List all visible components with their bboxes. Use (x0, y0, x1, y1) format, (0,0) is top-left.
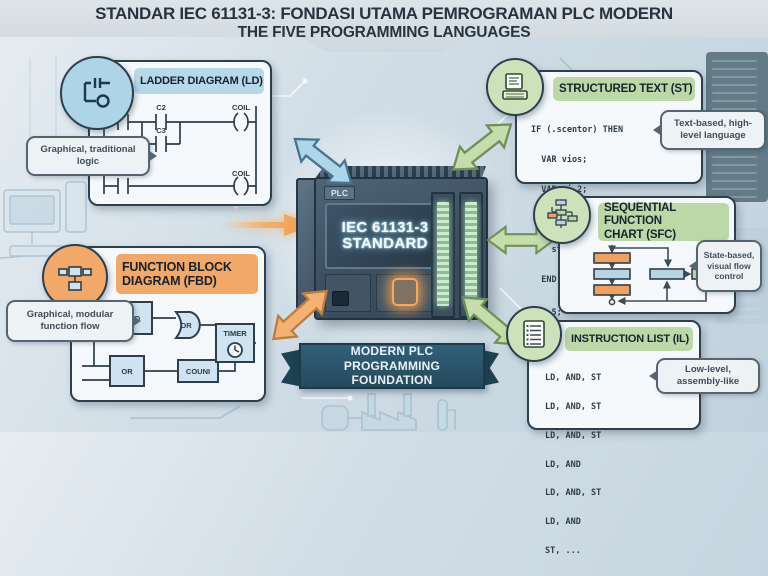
il-code-line: ST, ... (545, 545, 581, 556)
il-bubble-tail (649, 370, 658, 382)
st-bubble: Text-based, high-level language (653, 110, 766, 150)
led-strip (465, 202, 477, 306)
ladder-label-coil1: COIL (232, 103, 250, 112)
title-line-2: THE FIVE PROGRAMMING LANGUAGES (237, 24, 531, 41)
plc-badge: PLC (324, 186, 355, 200)
fbd-block-counter: COUNI (186, 367, 210, 376)
plc-ethernet-port (332, 291, 349, 306)
ladder-label-c2: C2 (156, 103, 166, 112)
sfc-bubble: State-based, visual flow control (689, 240, 762, 292)
ribbon-end-left (281, 349, 303, 387)
il-code-line: LD, AND, ST (545, 430, 602, 441)
st-title: STRUCTURED TEXT (ST) (553, 77, 695, 101)
st-code-line: IF (.scentor) THEN (531, 125, 624, 136)
ld-title-text: LADDER DIAGRAM (LD) (140, 75, 263, 87)
instruction-list-icon (506, 306, 562, 362)
ld-bubble-tail (148, 150, 157, 162)
fbd-block-or: OR (121, 367, 133, 376)
il-code-line: LD, AND, ST (545, 401, 602, 412)
sfc-icon (533, 186, 591, 244)
fbd-title-line2: DIAGRAM (FBD) (122, 274, 217, 288)
il-code-line: LD, AND, ST (545, 373, 602, 384)
sfc-title: SEQUENTIAL FUNCTION CHART (SFC) (598, 202, 729, 241)
st-bubble-text: Text-based, high-level language (674, 118, 752, 141)
il-title-text: INSTRUCTION LIST (IL) (571, 333, 690, 345)
plc-screen-line1: IEC 61131-3 (341, 218, 429, 236)
fbd-bubble: Graphical, modular function flow (6, 300, 141, 342)
plc-screen: IEC 61131-3 STANDARD (325, 203, 445, 269)
ladder-label-c3: C3 (156, 126, 166, 135)
plc-io-module (431, 192, 455, 318)
ladder-icon (60, 56, 134, 130)
fbd-bubble-tail (132, 315, 141, 327)
title-line-1: STANDAR IEC 61131-3: FONDASI UTAMA PEMRO… (95, 4, 673, 23)
sfc-title-line1: SEQUENTIAL FUNCTION (604, 202, 676, 228)
fbd-block-timer: TIMER (223, 329, 247, 338)
ribbon-line2: FOUNDATION (351, 373, 433, 388)
fbd-gate-or: OR (180, 321, 192, 330)
fbd-title-line1: FUNCTION BLOCK (122, 259, 232, 274)
ld-bubble-text: Graphical, traditional logic (40, 144, 136, 167)
il-code-line: LD, AND, ST (545, 488, 602, 499)
ld-bubble: Graphical, traditional logic (26, 136, 157, 176)
sfc-bubble-text: State-based, visual flow control (703, 250, 755, 282)
ladder-label-coil2: COIL (232, 169, 250, 178)
ld-title: LADDER DIAGRAM (LD) (134, 68, 264, 94)
arrow-fbd-plc (272, 289, 328, 341)
il-code: LD, AND, ST LD, AND, ST LD, AND, ST LD, … (545, 355, 601, 576)
il-code-line: LD, AND (545, 459, 581, 470)
plc-screen-line2: STANDARD (342, 235, 428, 252)
st-code-line: VAR vios; (531, 155, 588, 166)
sfc-bubble-tail (689, 260, 698, 272)
led-strip (437, 202, 449, 306)
fbd-bubble-text: Graphical, modular function flow (26, 309, 114, 332)
arrow-st-plc (451, 123, 513, 171)
il-code-line: LD, AND (545, 517, 581, 528)
arrow-ld-plc (293, 137, 353, 185)
glow-arrow-right (222, 214, 314, 236)
il-bubble: Low-level, assembly-like (649, 358, 760, 394)
structured-text-icon (486, 58, 544, 116)
ribbon-line1: MODERN PLC PROGRAMMING (343, 344, 441, 373)
il-bubble-text: Low-level, assembly-like (676, 364, 740, 387)
il-title: INSTRUCTION LIST (IL) (565, 327, 693, 351)
sfc-title-line2: CHART (SFC) (604, 228, 676, 241)
st-title-text: STRUCTURED TEXT (ST) (559, 83, 693, 95)
fbd-title: FUNCTION BLOCK DIAGRAM (FBD) (116, 254, 258, 294)
foundation-ribbon: MODERN PLC PROGRAMMING FOUNDATION (299, 343, 485, 389)
st-bubble-tail (653, 124, 662, 136)
plc-status-glow (392, 278, 418, 306)
